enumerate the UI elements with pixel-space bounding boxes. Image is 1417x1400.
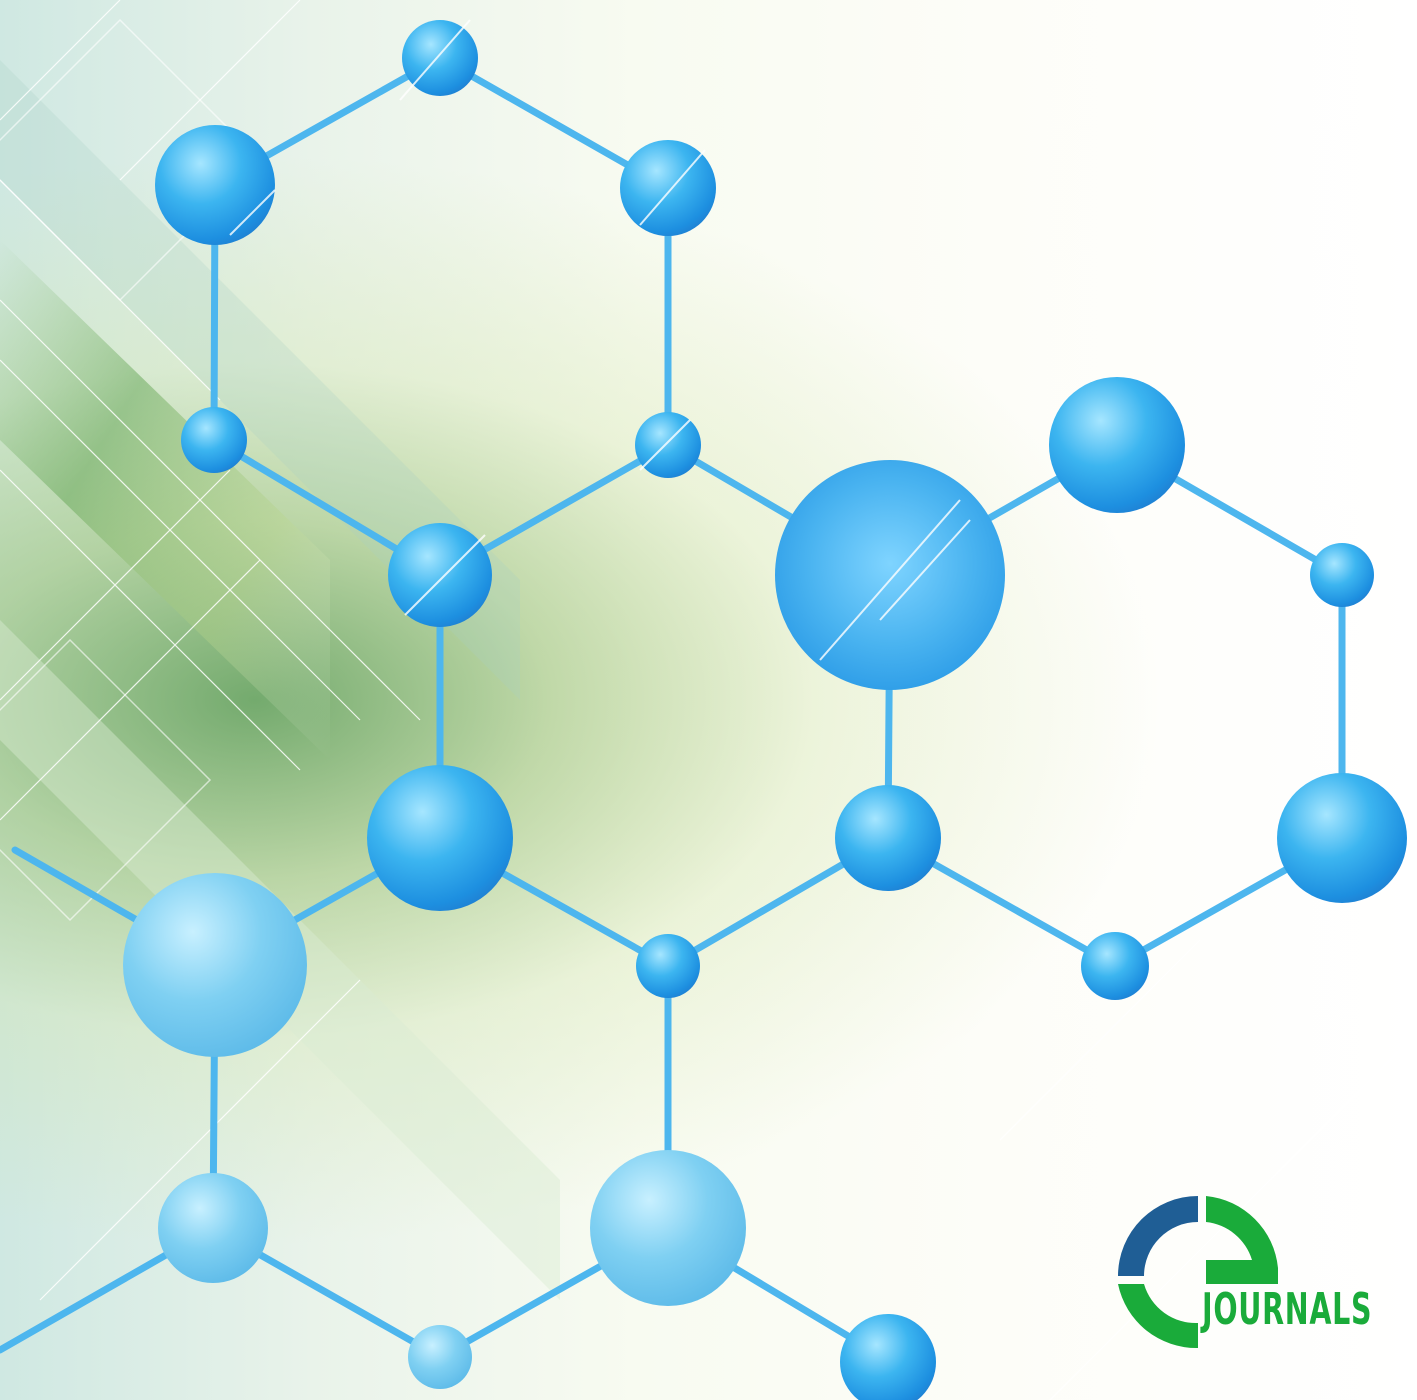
- atom: [1310, 543, 1374, 607]
- atom: [1277, 773, 1407, 903]
- atom: [1081, 932, 1149, 1000]
- logo-e-shape: [1206, 1196, 1278, 1284]
- atom-pale: [590, 1150, 746, 1306]
- atom: [636, 934, 700, 998]
- logo-text: JOURNALS: [1202, 1284, 1373, 1335]
- diamond-outlines: [0, 18, 262, 922]
- atom: [155, 125, 275, 245]
- logo-arc-blue: [1118, 1196, 1198, 1276]
- atom: [835, 785, 941, 891]
- ejournals-logo: JOURNALS: [1110, 1188, 1395, 1353]
- atom: [181, 407, 247, 473]
- molecule-atoms: [123, 20, 1407, 1400]
- atom: [840, 1314, 936, 1400]
- atom-pale: [123, 873, 307, 1057]
- glint-lines: [229, 19, 971, 661]
- diagonal-band: [0, 60, 520, 700]
- atom: [367, 765, 513, 911]
- logo-arc-green: [1118, 1284, 1198, 1349]
- atom-pale: [158, 1173, 268, 1283]
- diagonal-band: [0, 240, 330, 760]
- atom: [635, 412, 701, 478]
- atom-large: [775, 460, 1005, 690]
- atom: [1049, 377, 1185, 513]
- ejournals-logo-mark: [1118, 1196, 1278, 1349]
- atom-pale: [408, 1325, 472, 1389]
- atom: [388, 523, 492, 627]
